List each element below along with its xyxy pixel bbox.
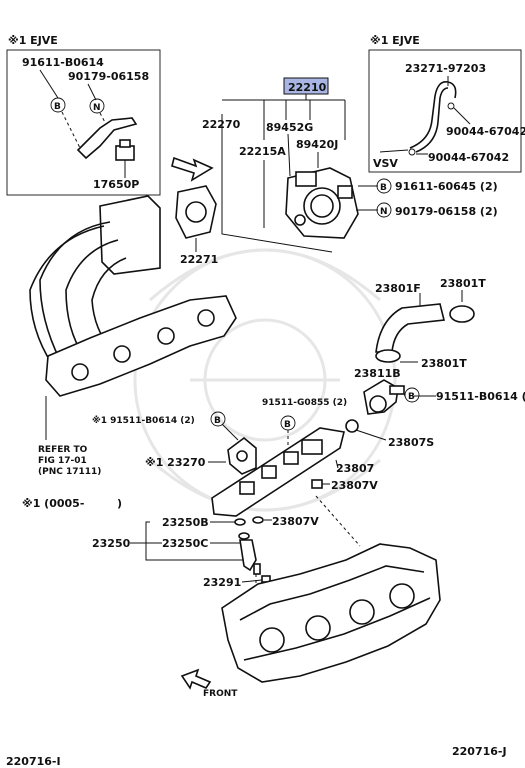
part-23807: 23807 (336, 462, 374, 475)
marker-b-rail-label: B (284, 420, 291, 430)
hose-23271-shape (409, 80, 457, 149)
marker-b-regulator-icon (404, 387, 420, 403)
right-inset-frame (368, 49, 522, 173)
gasket-22271-shape: 22271 (175, 185, 218, 266)
bracket-shape (76, 117, 138, 160)
part-91511-b0614-right: 91511-B0614 (2) (436, 390, 525, 403)
marker-b-icon (50, 97, 66, 113)
part-91511-g0855: 91511-G0855 (2) (262, 398, 347, 408)
cylinder-head-shape (221, 543, 441, 683)
marker-b-rail-left-icon (210, 411, 226, 427)
part-23807v-b: 23807V (272, 515, 319, 528)
marker-b-throttle-icon (376, 178, 392, 194)
part-23250b: 23250B (162, 516, 209, 529)
date-note-left: ※1 (0005- (22, 497, 84, 510)
part-23801t-top: 23801T (440, 277, 486, 290)
right-inset: ※1 EJVE 23271-97203 90044-67042 90044-67… (368, 34, 525, 173)
marker-n-icon (89, 98, 105, 114)
part-23807s: 23807S (388, 436, 434, 449)
date-note-right: ) (117, 497, 122, 510)
part-22215a: 22215A (239, 145, 286, 158)
marker-n-throttle-icon (376, 202, 392, 218)
part-91511-b0614-star: ※1 91511-B0614 (2) (92, 415, 195, 426)
front-arrow-icon (180, 668, 212, 690)
front-arrow-group: FRONT (180, 668, 238, 699)
refer-line-2: FIG 17-01 (38, 456, 87, 466)
front-label: FRONT (203, 689, 238, 699)
marker-b-rail-left-label: B (214, 416, 221, 426)
footer-code-left: 220716-I (6, 755, 61, 768)
fuel-rail-group: 91511-G0855 (2) B ※1 91511-B0614 (2) B ※… (92, 398, 378, 517)
part-23250: 23250 (92, 537, 131, 550)
intake-manifold-shape (29, 195, 237, 440)
part-23271-97203: 23271-97203 (405, 62, 486, 75)
marker-b-throttle-label: B (380, 183, 387, 193)
pressure-regulator-group: 23811B B 91511-B0614 (2) 23807S (345, 367, 525, 449)
marker-b-label: B (54, 102, 61, 112)
part-22270: 22270 (202, 118, 241, 131)
injector-group: 23250B 23250C 23250 23807V 23291 (92, 495, 361, 610)
throttle-body-group: 22210 22270 89452G 22215A 89420J B 91611… (202, 77, 498, 253)
throttle-body-shape (285, 167, 359, 239)
part-23801t: 23801T (421, 357, 467, 370)
sensor-17650p-shape (115, 139, 135, 178)
part-90179-06158-left: 90179-06158 (68, 70, 149, 83)
marker-b-regulator-label: B (408, 392, 415, 402)
part-23250c: 23250C (162, 537, 208, 550)
left-inset: ※1 EJVE 91611-B0614 90179-06158 17650P B… (6, 34, 161, 196)
part-17650p: 17650P (93, 178, 139, 191)
left-inset-title: ※1 EJVE (8, 34, 58, 47)
part-23811b: 23811B (354, 367, 401, 380)
part-23807v-a: 23807V (331, 479, 378, 492)
part-22210: 22210 (288, 81, 327, 94)
part-91611-b0614-left: 91611-B0614 (22, 56, 104, 69)
vsv-label: VSV (373, 157, 398, 170)
watermark-emblem (133, 248, 397, 512)
part-89452g: 89452G (266, 121, 313, 134)
part-22271: 22271 (180, 253, 218, 266)
part-91611-60645: 91611-60645 (2) (395, 180, 498, 193)
part-23291: 23291 (203, 576, 241, 589)
part-89420j: 89420J (296, 138, 338, 151)
part-23270: ※1 23270 (145, 456, 206, 469)
left-inset-frame (6, 49, 161, 196)
marker-n-label: N (93, 103, 101, 113)
part-23801f: 23801F (375, 282, 421, 295)
refer-line-1: REFER TO (38, 445, 88, 455)
part-90044-67042-b: 90044-67042 (428, 151, 509, 164)
footer-code-right: 220716-J (452, 745, 507, 758)
part-90044-67042-a: 90044-67042 (446, 125, 525, 138)
refer-line-3: (PNC 17111) (38, 467, 101, 477)
marker-n-throttle-label: N (380, 207, 388, 217)
air-hose-group: 23801F 23801T 23801T (375, 277, 486, 370)
right-inset-title: ※1 EJVE (370, 34, 420, 47)
part-90179-06158-throttle: 90179-06158 (2) (395, 205, 498, 218)
direction-arrow-icon (171, 156, 214, 182)
